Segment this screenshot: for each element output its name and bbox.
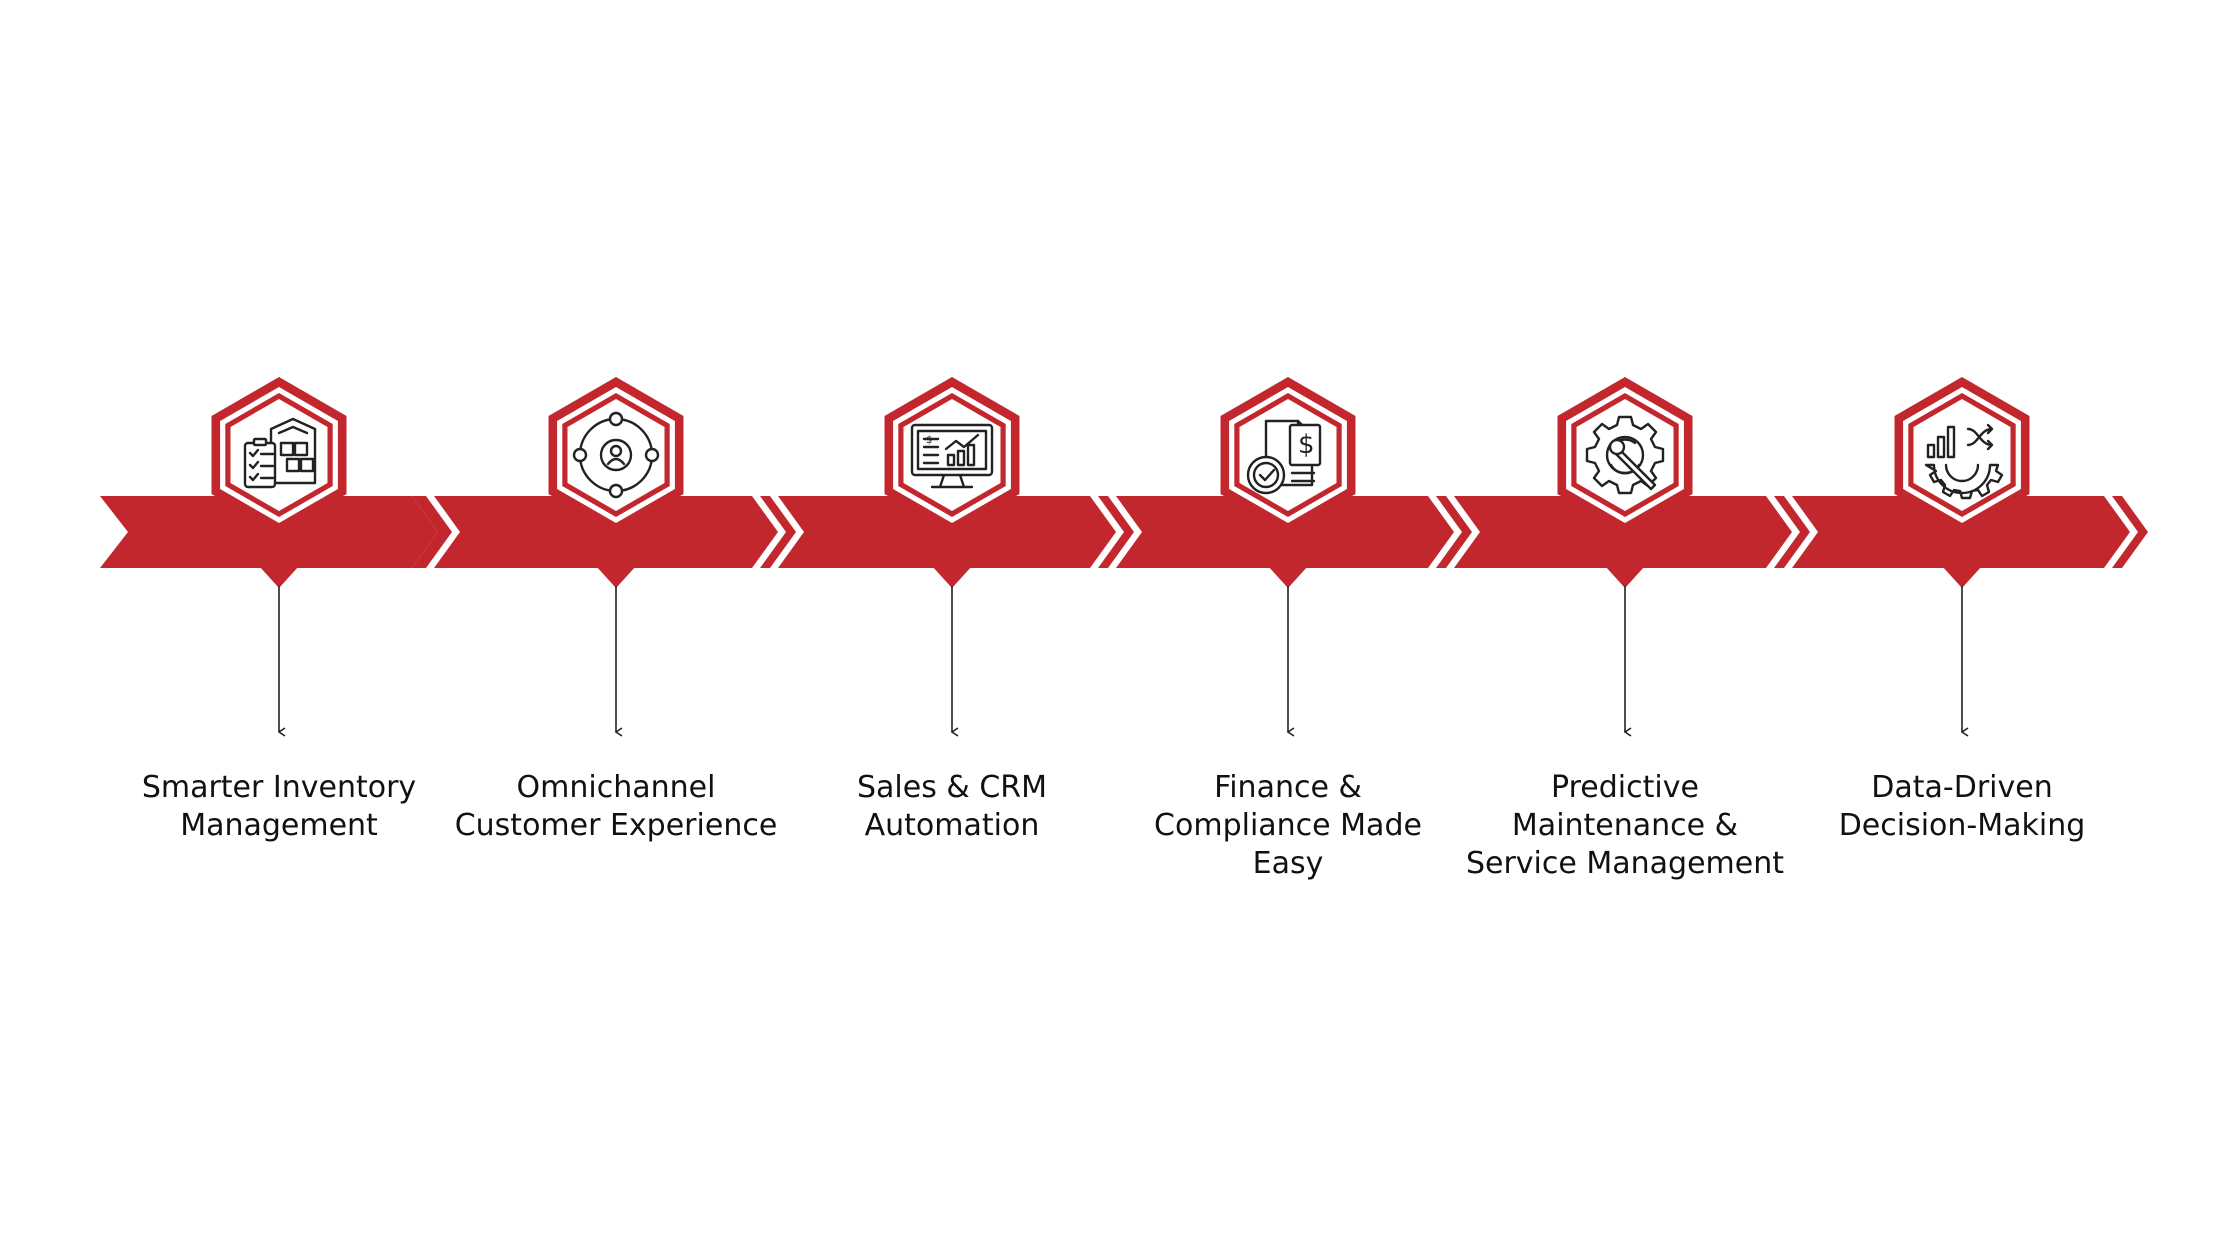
connector-tab	[259, 566, 299, 588]
step-label-line: Omnichannel	[516, 770, 716, 805]
analytics-monitor-icon: $	[910, 423, 994, 489]
step-node-6	[1894, 377, 2030, 732]
step-node-2	[548, 377, 684, 732]
finance-document-check-icon: $	[1246, 419, 1322, 495]
step-label-line: Management	[180, 808, 378, 843]
ribbon-segment-5	[1454, 496, 1792, 568]
step-label-line: Smarter Inventory	[141, 770, 417, 805]
step-label-line: Easy	[1252, 846, 1324, 881]
customer-orbit-icon	[572, 411, 660, 499]
step-label-line: Customer Experience	[454, 808, 778, 843]
step-label-line: Finance &	[1214, 770, 1362, 805]
inventory-warehouse-icon	[243, 417, 317, 489]
gear-wrench-icon	[1585, 415, 1665, 495]
connector-tab	[596, 566, 636, 588]
step-label-line: Compliance Made	[1154, 808, 1422, 843]
step-label-line: Predictive	[1551, 770, 1699, 805]
step-node-3: $	[884, 377, 1020, 732]
ribbon-segment-4	[1116, 496, 1454, 568]
svg-text:$: $	[926, 435, 932, 446]
step-label-line: Sales & CRM	[857, 770, 1047, 805]
connector-tab	[932, 566, 972, 588]
connector-tab	[1942, 566, 1982, 588]
connector-tab	[1268, 566, 1308, 588]
ribbon-segment-2	[440, 496, 778, 568]
ribbon-band	[100, 496, 2148, 568]
step-label-line: Service Management	[1465, 846, 1785, 881]
ribbon-chevron-5	[1774, 496, 1810, 568]
ribbon-chevron-3	[1098, 496, 1134, 568]
step-label-line: Data-Driven	[1871, 770, 2053, 805]
data-gear-chart-icon	[1924, 423, 2004, 500]
step-node-4: $	[1220, 377, 1356, 732]
connector-tab	[1605, 566, 1645, 588]
step-label-line: Automation	[864, 808, 1040, 843]
step-node-1	[211, 377, 347, 732]
step-node-5	[1557, 377, 1693, 732]
step-label-line: Decision-Making	[1838, 808, 2086, 843]
ribbon-segment-3	[778, 496, 1116, 568]
ribbon-chevron-4	[1436, 496, 1472, 568]
ribbon-segment-1	[100, 496, 438, 568]
ribbon-chevron-2	[760, 496, 796, 568]
step-label-line: Maintenance &	[1511, 808, 1739, 843]
ribbon-chevron-1	[412, 496, 452, 568]
svg-text:$: $	[1298, 430, 1315, 460]
ribbon-chevron-6	[2112, 496, 2148, 568]
